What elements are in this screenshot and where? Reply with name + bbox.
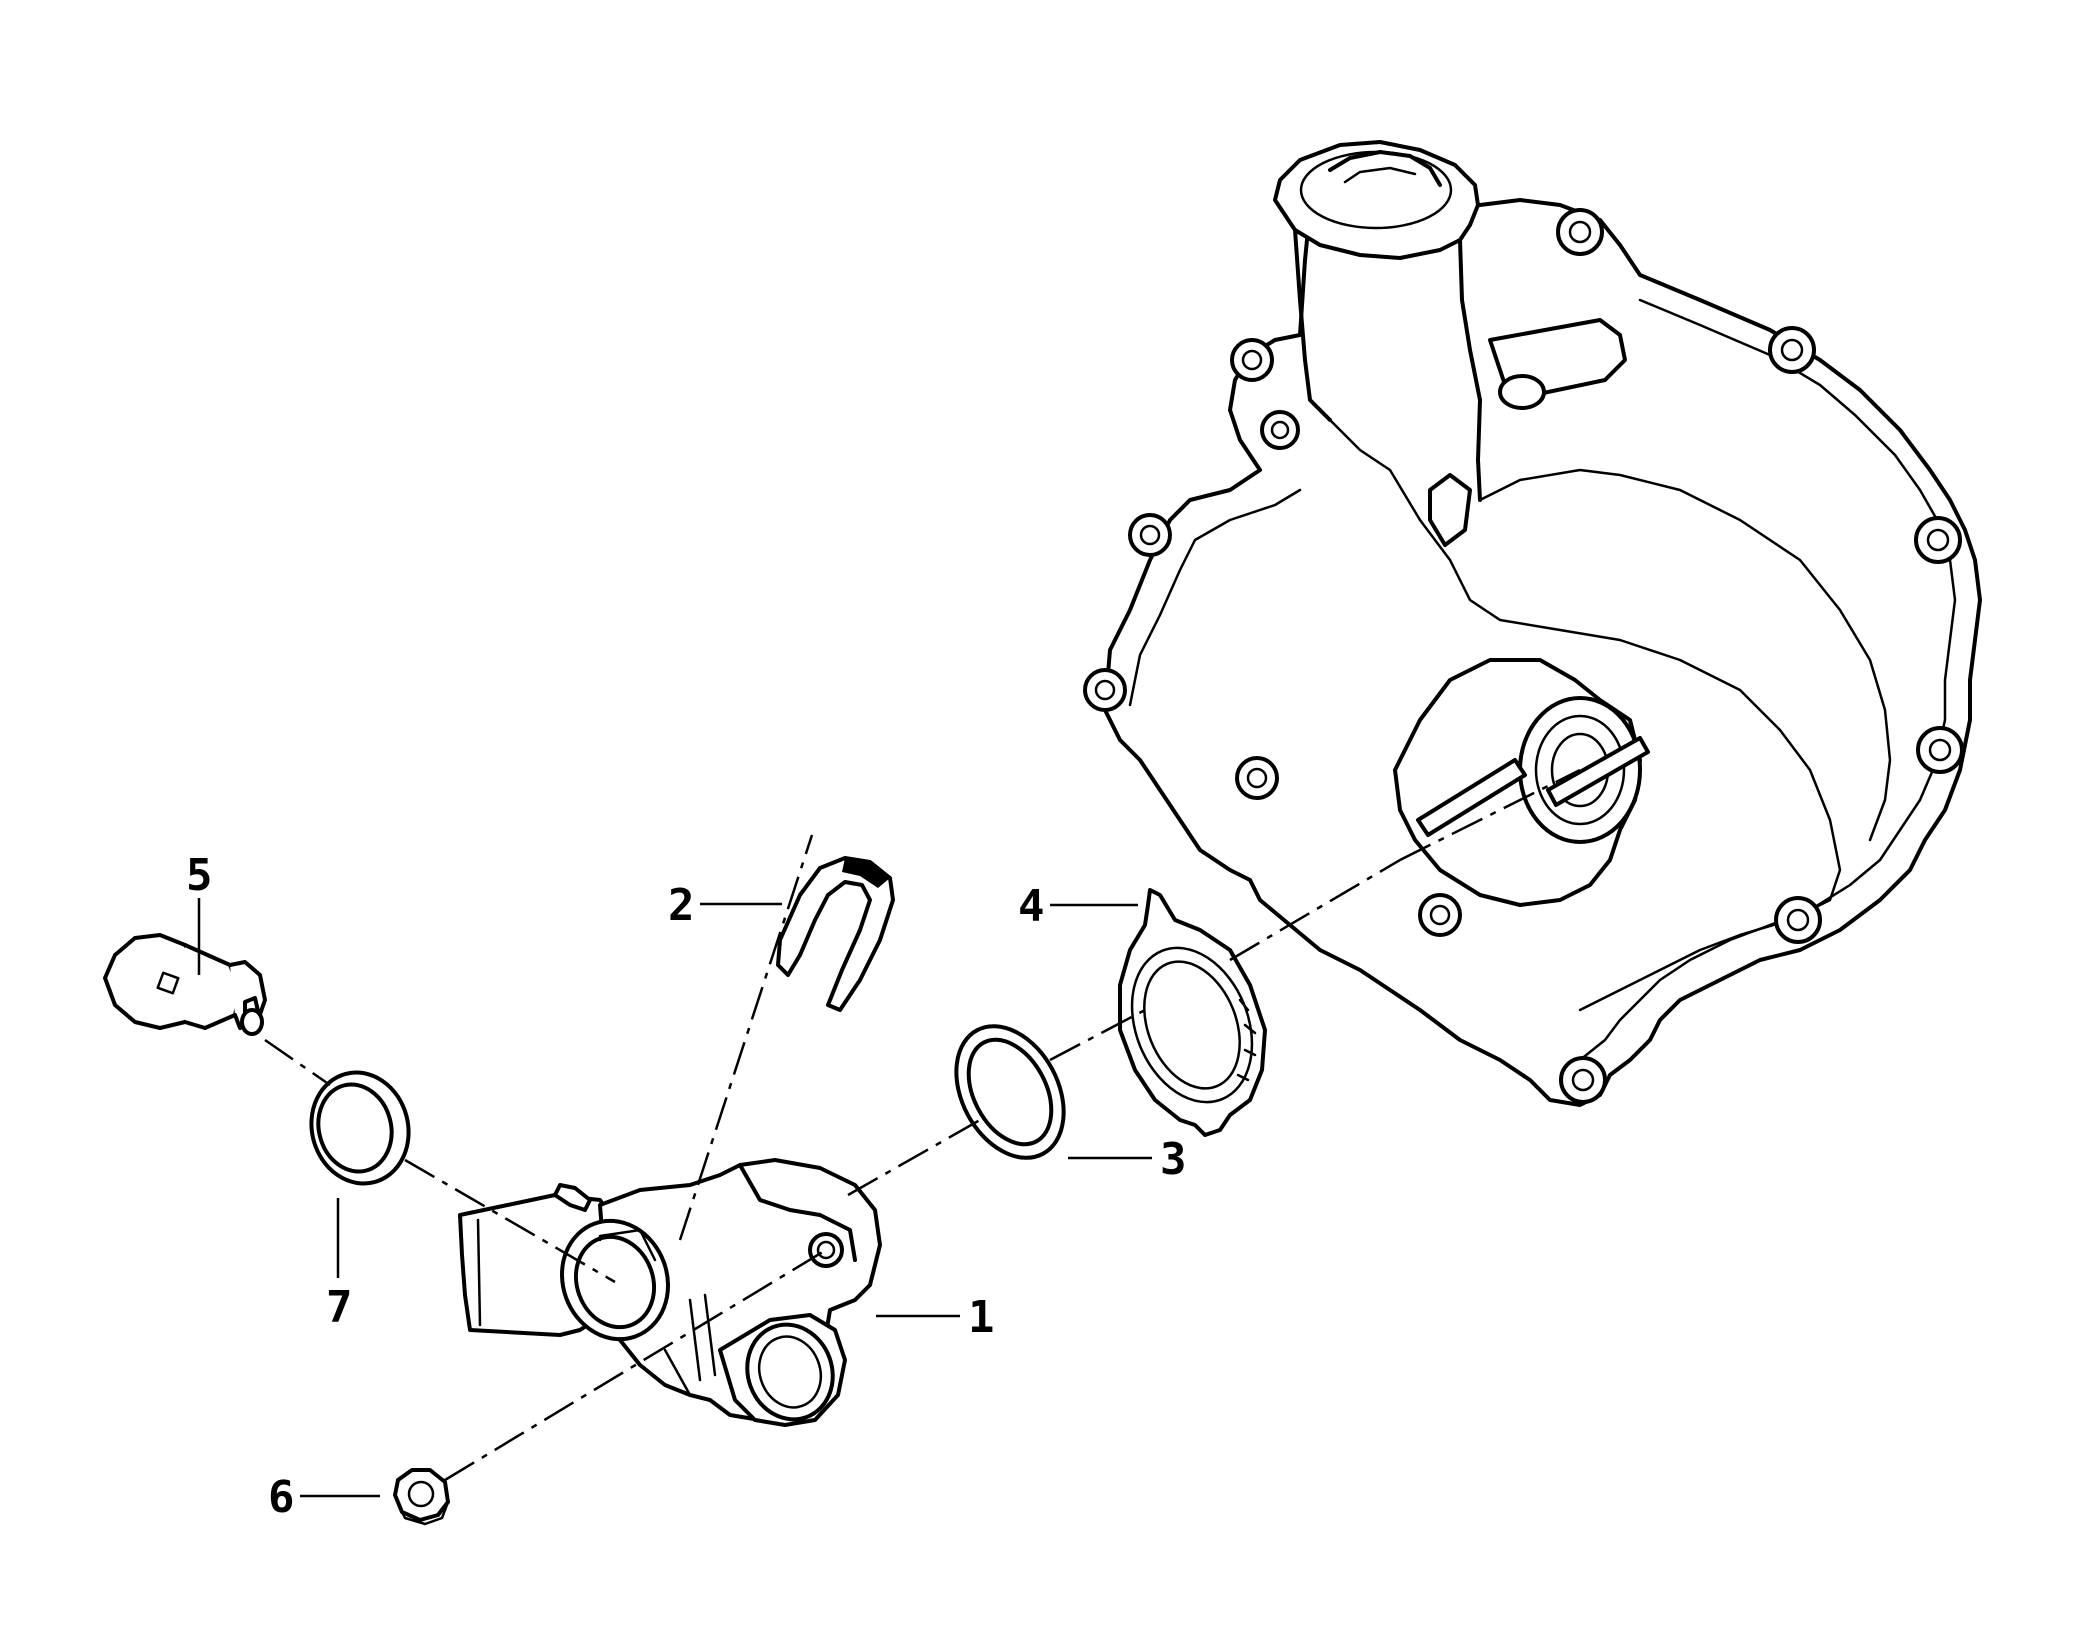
part-4-gasket [1118,888,1267,1137]
callouts: 1 2 3 4 5 6 7 [186,850,1187,1523]
callout-2[interactable]: 2 [668,880,782,931]
callout-6[interactable]: 6 [268,1472,380,1523]
callout-2-label: 2 [668,880,695,931]
callout-3-label: 3 [1160,1134,1187,1185]
part-5-sensor [103,933,267,1036]
cover-mounting-holes [1083,208,1964,1104]
callout-4[interactable]: 4 [1018,881,1138,932]
part-1-thermostat-housing [458,1158,882,1427]
callout-7[interactable]: 7 [326,1198,353,1333]
part-3-o-ring [954,1024,1066,1160]
assembly-center-lines [264,768,1581,1482]
callout-3[interactable]: 3 [1068,1134,1187,1185]
callout-5-label: 5 [186,850,213,901]
callout-6-label: 6 [268,1472,295,1523]
callout-1[interactable]: 1 [876,1292,995,1343]
part-2-clip [776,856,895,1012]
callout-1-label: 1 [968,1292,995,1343]
part-6-nut [393,1468,450,1526]
callout-5[interactable]: 5 [186,850,213,975]
part-7-o-ring [309,1070,411,1186]
callout-7-label: 7 [326,1282,353,1333]
engine-cover [1083,140,1982,1107]
callout-4-label: 4 [1018,881,1045,932]
